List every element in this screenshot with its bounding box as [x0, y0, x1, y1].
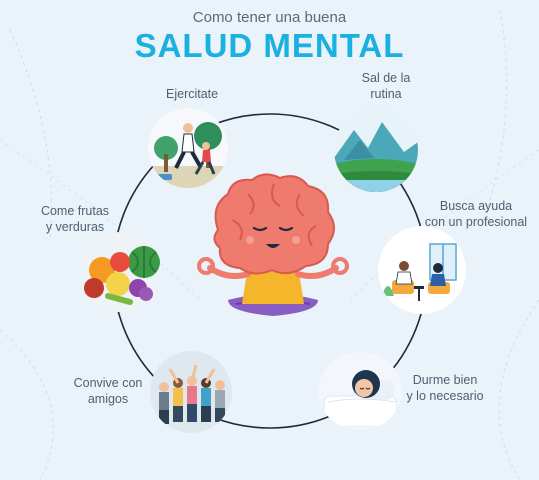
mountain-landscape-icon	[334, 108, 418, 192]
label-frutas: Come frutas y verduras	[40, 204, 110, 234]
label-durme-bien: Durme bien y lo necesario	[406, 373, 484, 403]
label-sal-rutina: Sal de la rutina	[361, 71, 411, 101]
running-people-icon	[148, 108, 228, 188]
label-ejercitate: Ejercitate	[166, 87, 219, 101]
label-convive: Convive con amigos	[73, 376, 143, 406]
label-busca-ayuda: Busca ayuda con un profesional	[424, 199, 528, 229]
meditating-brain-icon	[197, 173, 349, 316]
friends-group-icon	[150, 351, 232, 433]
page-title: SALUD MENTAL	[134, 27, 405, 64]
sleeping-person-icon	[318, 352, 402, 430]
therapy-session-icon	[378, 226, 466, 314]
subtitle: Como tener una buena	[192, 9, 347, 26]
fruits-vegetables-icon	[78, 232, 162, 312]
